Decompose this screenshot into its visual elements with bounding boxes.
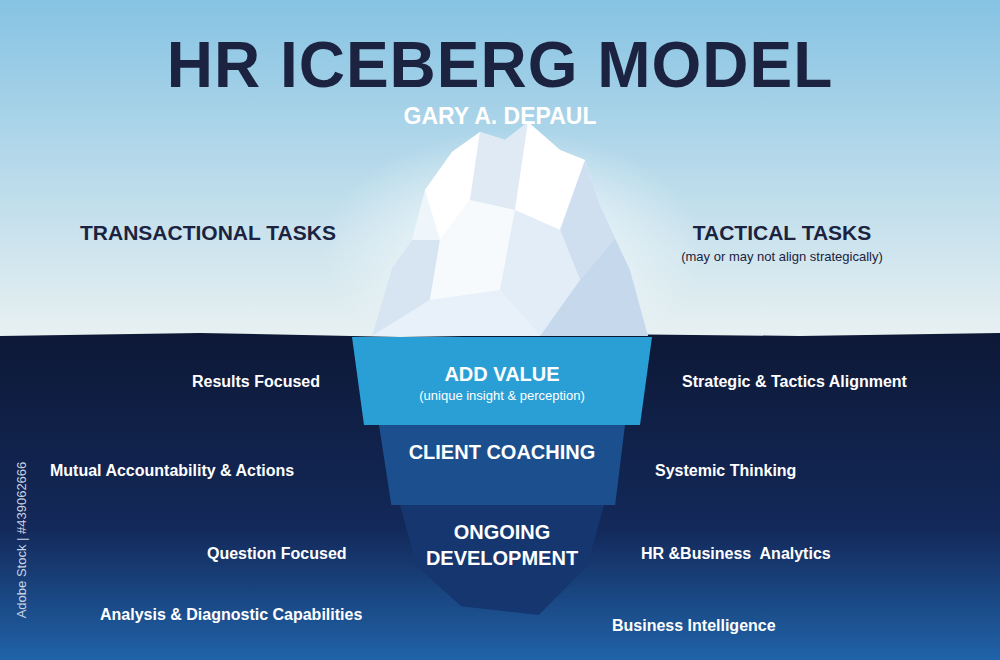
watermark: Adobe Stock | #439062666	[14, 462, 29, 619]
band-fill	[400, 505, 604, 615]
iceberg-band: ONGOING DEVELOPMENT	[400, 505, 604, 615]
diagram-title: HR ICEBERG MODEL	[167, 28, 834, 102]
band-text-box: ADD VALUE(unique insight & perception)	[352, 337, 652, 405]
band-note: (unique insight & perception)	[352, 387, 652, 405]
band-fill	[379, 425, 625, 505]
band-heading: CLIENT COACHING	[379, 439, 625, 465]
band-heading: ONGOING DEVELOPMENT	[400, 519, 604, 571]
band-text-box: CLIENT COACHING	[379, 425, 625, 465]
trait-label: Question Focused	[207, 545, 347, 563]
band-heading: ADD VALUE	[352, 361, 652, 387]
band-text-box: ONGOING DEVELOPMENT	[400, 505, 604, 571]
band-fill	[352, 337, 652, 425]
section-heading: TACTICAL TASKS	[693, 221, 872, 245]
trait-label: Analysis & Diagnostic Capabilities	[100, 606, 362, 624]
trait-label: Systemic Thinking	[655, 462, 796, 480]
trait-label: Strategic & Tactics Alignment	[682, 373, 907, 391]
trait-label: Mutual Accountability & Actions	[50, 462, 294, 480]
band-shape	[379, 425, 625, 505]
iceberg-band: ADD VALUE(unique insight & perception)	[352, 337, 652, 425]
trait-label: Business Intelligence	[612, 617, 776, 635]
iceberg-band: CLIENT COACHING	[379, 425, 625, 505]
section-heading: TRANSACTIONAL TASKS	[80, 221, 336, 245]
author-subtitle: GARY A. DEPAUL	[404, 103, 597, 130]
trait-label: Results Focused	[192, 373, 320, 391]
section-note: (may or may not align strategically)	[681, 249, 883, 264]
trait-label: HR &Business Analytics	[641, 545, 831, 563]
